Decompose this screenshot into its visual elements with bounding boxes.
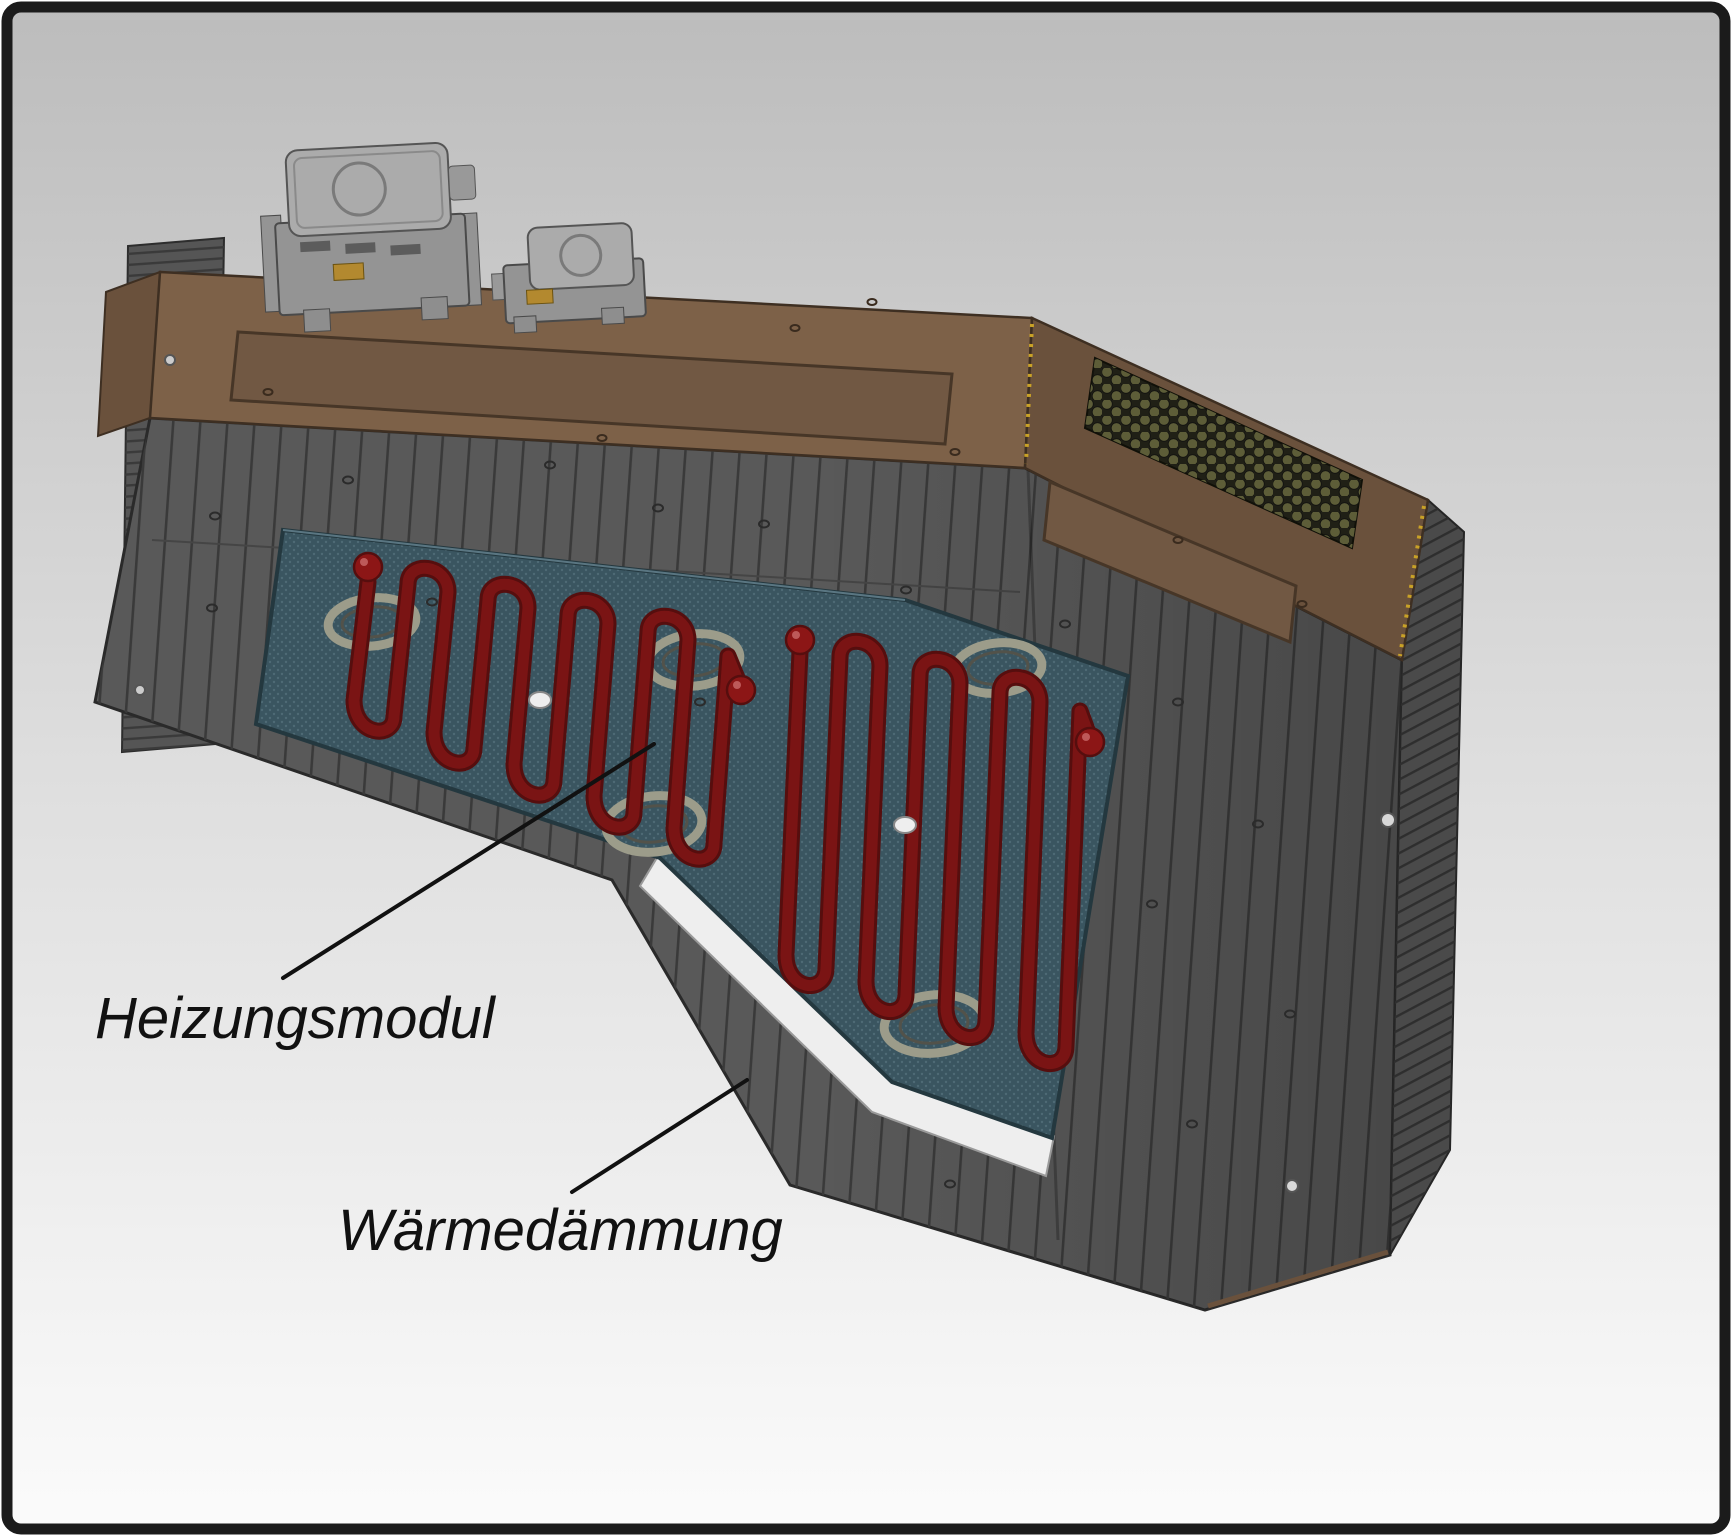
screw-row — [1024, 323, 1034, 465]
terminal-lid — [284, 141, 452, 238]
coil-clips — [528, 691, 917, 834]
ventilation-grille — [1083, 356, 1364, 550]
bottom-edge-trim — [1207, 1249, 1389, 1309]
roof-recessed-panel-right — [1042, 479, 1298, 645]
side-screw — [1285, 1179, 1299, 1193]
connector-box-large — [260, 141, 483, 333]
endcap-screw — [164, 354, 176, 366]
cable-gland — [447, 164, 477, 201]
label-heizungsmodul: Heizungsmodul — [95, 986, 497, 1051]
annotations: Heizungsmodul Wärmedämmung — [95, 742, 783, 1263]
leader-line-waermedaemmung — [570, 1078, 749, 1194]
terminal-lid — [526, 222, 635, 291]
lid-cover-detail — [331, 161, 387, 217]
brass-terminal — [332, 262, 365, 281]
side-screw — [1380, 812, 1396, 828]
coil-end-balls — [352, 551, 1106, 758]
endcap-screw — [134, 684, 146, 696]
connector-box-small — [491, 222, 647, 334]
label-waermedaemmung: Wärmedämmung — [338, 1198, 783, 1263]
lid-cover-detail — [559, 233, 603, 277]
leader-line-heizungsmodul — [281, 742, 656, 980]
brass-terminal — [525, 288, 554, 305]
roof-recessed-panel — [229, 330, 954, 446]
rivet-details — [134, 298, 1396, 1193]
heating-coils — [345, 551, 1106, 1072]
